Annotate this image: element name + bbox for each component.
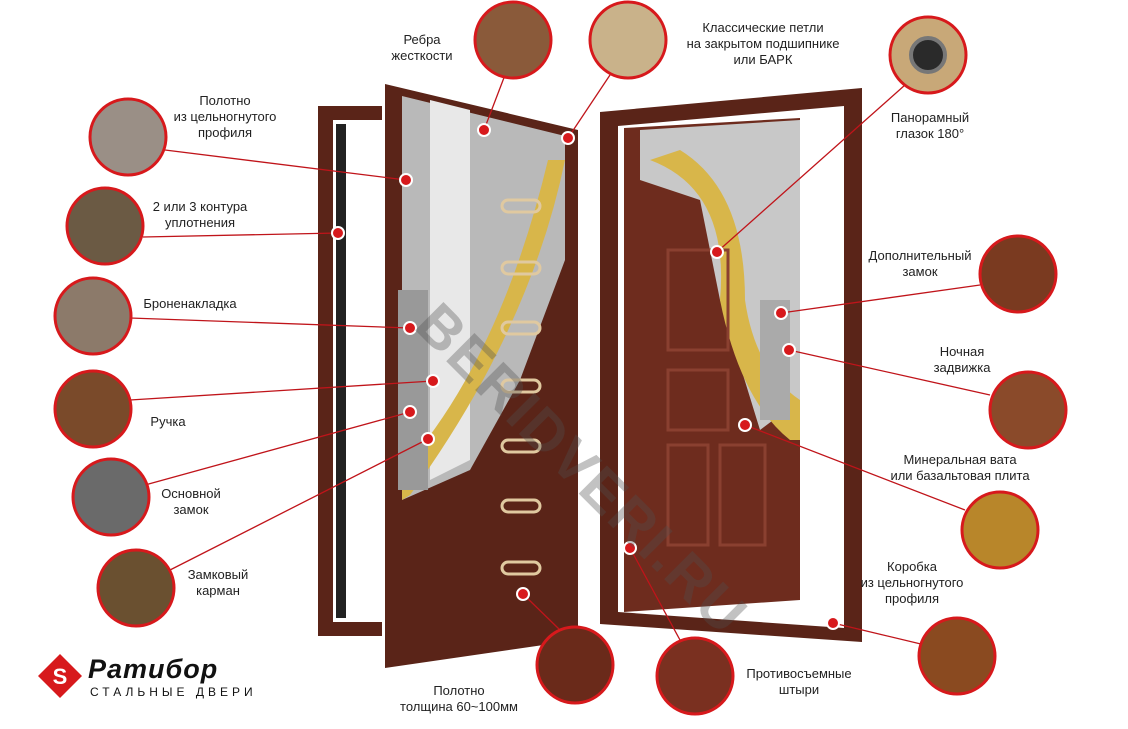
label-handle: Ручка xyxy=(150,414,186,429)
detail-photo-circles xyxy=(53,0,1068,716)
logo-subtitle: СТАЛЬНЫЕ ДВЕРИ xyxy=(90,685,257,699)
logo-diamond-icon: S xyxy=(38,654,82,698)
leader-lines xyxy=(129,71,991,646)
right-door-leaf xyxy=(624,118,800,612)
brand-logo: S Ратибор СТАЛЬНЫЕ ДВЕРИ xyxy=(36,652,276,702)
callout-dots xyxy=(331,123,840,630)
svg-text:S: S xyxy=(53,664,68,689)
left-door-frame xyxy=(318,106,382,636)
logo-name: Ратибор xyxy=(88,654,219,684)
label-armor-plate: Броненакладка xyxy=(143,296,237,311)
